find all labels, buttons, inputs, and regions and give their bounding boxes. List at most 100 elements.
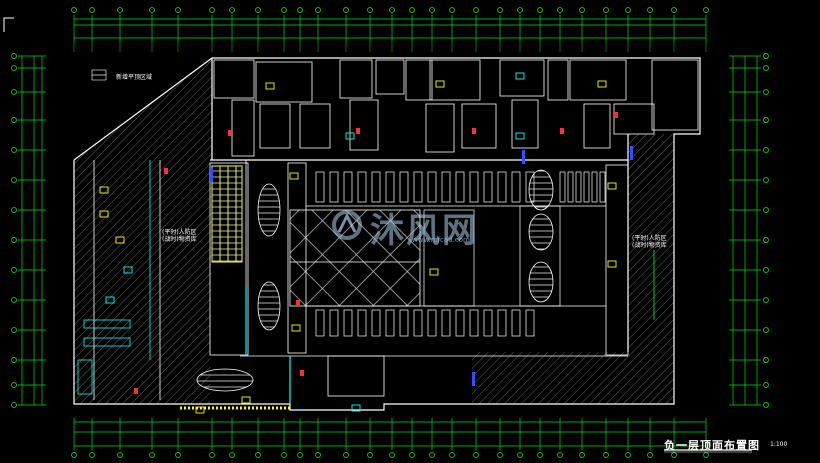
axis-bubble [557,7,563,13]
service-room [259,103,291,149]
parking-stall [413,171,423,203]
parking-stall [315,309,325,337]
axis-bubble [763,147,769,153]
axis-bubble [497,7,503,13]
axis-bubble [281,452,287,458]
side-dimension-lines [21,56,758,405]
axis-bubble [11,207,17,213]
axis-bubble [89,452,95,458]
axis-bubble [671,452,677,458]
axis-bubble [175,452,181,458]
oval-light-fixture [528,213,554,251]
axis-bubble [11,65,17,71]
side-dimension-ticks [18,55,761,406]
axis-bubble [763,327,769,333]
axis-bubble [209,7,215,13]
oval-ceiling-lights [196,169,554,392]
fire-equipment-marker [560,128,564,134]
axis-bubble [11,357,17,363]
axis-bubble [763,117,769,123]
axis-bubble [149,452,155,458]
room-label-right: (平时)人防区 (战时)物资库 [632,235,667,249]
axis-bubble [625,452,631,458]
axis-bubble [209,452,215,458]
parking-stall [399,171,409,203]
axis-bubble [647,452,653,458]
room-label-right-line1: (平时)人防区 [632,235,667,242]
drawing-title: 负一层顶面布置图 [664,439,760,452]
axis-bubble [255,7,261,13]
equipment-symbol [607,260,617,268]
equipment-symbol [123,266,133,274]
service-room [569,59,627,101]
equipment-symbol [105,296,115,304]
axis-bubble [343,452,349,458]
fire-equipment-marker [300,370,304,376]
watermark-logo-icon [332,210,362,240]
axis-bubble [11,237,17,243]
room-label-left: (平时)人防区 (战时)物资库 [162,229,197,243]
axis-bubble [409,7,415,13]
service-room [375,59,405,95]
service-room [231,99,255,157]
top-service-rooms [213,59,699,157]
axis-bubble [367,7,373,13]
fire-equipment-marker [356,128,360,134]
parking-stall [427,171,437,203]
legend-hatch-swatch [91,69,107,81]
axis-bubble [229,452,235,458]
axis-bubble [557,452,563,458]
axis-bubble [449,7,455,13]
axis-bubble [763,357,769,363]
parking-stall [357,171,367,203]
equipment-symbol [265,82,275,90]
parking-stall [469,171,479,203]
parking-stall [497,309,507,337]
parking-stall [469,309,479,337]
equipment-symbol [435,80,445,88]
side-axis-bubbles [11,53,769,408]
top-dimension-ticks [73,15,707,42]
oval-light-fixture [196,368,254,392]
blue-door-marker [210,168,213,182]
service-room [547,59,569,101]
axis-bubble [409,452,415,458]
parking-stall [399,309,409,337]
axis-bubble [429,452,435,458]
parking-stall [497,171,507,203]
axis-bubble [297,452,303,458]
service-room [255,61,313,103]
axis-bubble [763,382,769,388]
fire-equipment-marker [614,112,618,118]
blue-door-marker [522,150,525,164]
axis-bubble [11,402,17,408]
axis-bubble [473,7,479,13]
parking-stall [599,171,606,203]
axis-bubble [763,53,769,59]
service-room [429,59,481,101]
corner-bracket [3,17,14,32]
parking-stall [559,171,566,203]
parking-stall [483,171,493,203]
equipment-symbol [99,186,109,194]
service-room [425,103,455,153]
equipment-symbol [241,396,251,404]
cyan-room-outline [77,359,93,395]
equipment-symbol [289,172,299,180]
parking-stall [371,171,381,203]
fire-equipment-marker [296,300,300,306]
axis-bubble [149,7,155,13]
axis-bubble [671,7,677,13]
parking-stall [357,309,367,337]
parking-stall [455,171,465,203]
axis-bubble [367,452,373,458]
oval-light-fixture [257,281,281,331]
service-room [511,99,539,149]
axis-bubble [175,7,181,13]
fire-equipment-marker [164,168,168,174]
service-room [349,99,379,151]
service-room [461,103,497,149]
axis-bubble [315,452,321,458]
axis-bubble [537,452,543,458]
